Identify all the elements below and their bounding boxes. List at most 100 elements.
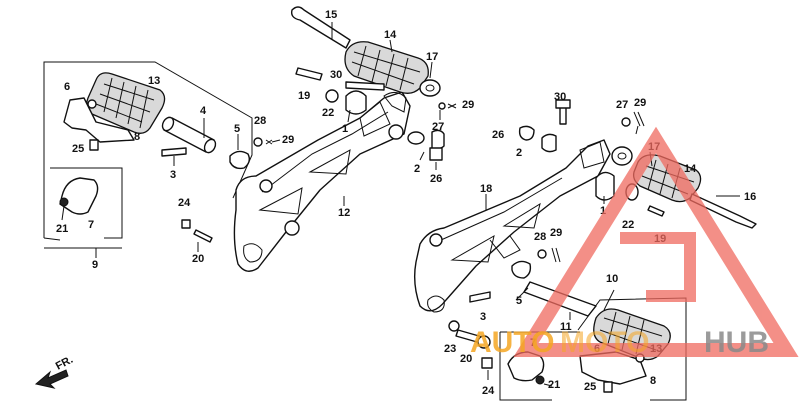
rod-icon xyxy=(290,6,351,49)
washer-icon xyxy=(253,137,263,147)
right-step-bracket xyxy=(413,139,611,313)
footpeg-bracket-icon xyxy=(63,97,135,143)
washer-icon xyxy=(407,131,425,145)
callout-2: 2 xyxy=(414,163,420,175)
nut-icon xyxy=(87,99,97,109)
callout-25b: 25 xyxy=(584,381,596,393)
callout-30b: 30 xyxy=(554,91,566,103)
callout-24: 24 xyxy=(178,197,191,209)
washer-icon xyxy=(537,249,547,259)
callout-14: 14 xyxy=(384,29,397,41)
callout-20: 20 xyxy=(192,253,204,265)
callout-28: 28 xyxy=(254,115,266,127)
collar-icon xyxy=(345,90,367,115)
callout-29d: 29 xyxy=(550,227,562,239)
callout-27b: 27 xyxy=(616,99,628,111)
left-footpeg-assembly xyxy=(43,61,281,258)
callout-7: 7 xyxy=(88,219,94,231)
washer-icon xyxy=(448,320,460,332)
callout-19: 19 xyxy=(298,90,310,102)
callout-21b: 21 xyxy=(548,379,560,391)
callout-30: 30 xyxy=(330,69,342,81)
washer-icon xyxy=(419,79,441,97)
callout-3b: 3 xyxy=(480,311,486,323)
pivot-pin-icon xyxy=(161,116,217,154)
callout-4: 4 xyxy=(200,105,207,117)
collar-icon xyxy=(431,129,445,150)
callout-14b: 14 xyxy=(684,163,697,175)
callout-22b: 22 xyxy=(622,219,634,231)
callout-6: 6 xyxy=(64,81,70,93)
footpeg-rubber-icon xyxy=(86,72,166,134)
callout-3: 3 xyxy=(170,169,176,181)
bolt-icon xyxy=(469,291,491,303)
callout-27: 27 xyxy=(432,121,444,133)
callout-10: 10 xyxy=(606,273,618,285)
callout-24b: 24 xyxy=(482,385,495,397)
collar-icon xyxy=(518,125,535,141)
watermark-text-auto: AUTO xyxy=(470,326,554,359)
collar-icon xyxy=(541,133,557,153)
washer-icon xyxy=(511,260,532,279)
bolt-icon xyxy=(89,139,99,151)
cotter-pin-icon xyxy=(551,247,561,263)
bolt-icon xyxy=(193,229,213,243)
callout-8: 8 xyxy=(134,131,140,143)
watermark-text-moto: MOTO xyxy=(560,326,649,359)
callout-1b: 1 xyxy=(600,205,606,217)
collar-icon xyxy=(595,171,615,201)
clamp-icon xyxy=(59,177,99,215)
callout-22: 22 xyxy=(322,107,334,119)
callout-2b: 2 xyxy=(516,147,522,159)
callout-25: 25 xyxy=(72,143,84,155)
left-step-bracket xyxy=(233,91,411,272)
screw-icon xyxy=(59,197,69,207)
callout-26b: 26 xyxy=(430,173,442,185)
middle-parts xyxy=(181,129,445,252)
callout-9: 9 xyxy=(92,259,98,271)
callout-16: 16 xyxy=(744,191,756,203)
callout-13: 13 xyxy=(148,75,160,87)
front-direction-label: FR. xyxy=(54,354,75,373)
washer-icon xyxy=(477,335,491,349)
front-direction-icon xyxy=(34,369,69,389)
bolt-icon xyxy=(603,381,613,393)
callout-29: 29 xyxy=(462,99,474,111)
callout-5b: 5 xyxy=(516,295,522,307)
callout-17: 17 xyxy=(426,51,438,63)
washer-icon xyxy=(325,89,339,103)
washer-icon xyxy=(621,117,631,127)
cotter-pin-icon xyxy=(633,111,645,127)
screw-icon xyxy=(535,375,545,385)
callout-29c: 29 xyxy=(634,97,646,109)
callout-29b: 29 xyxy=(282,134,294,146)
callout-20b: 20 xyxy=(460,353,472,365)
lower-middle-parts xyxy=(448,320,493,380)
callout-21: 21 xyxy=(56,223,68,235)
callout-12: 12 xyxy=(338,207,350,219)
nut-icon xyxy=(481,357,493,369)
washer-icon xyxy=(611,146,633,166)
callout-23: 23 xyxy=(444,343,456,355)
callout-8b: 8 xyxy=(650,375,656,387)
watermark-logo xyxy=(513,126,799,357)
callout-11: 11 xyxy=(560,321,572,333)
callout-28b: 28 xyxy=(534,231,546,243)
bolt-icon xyxy=(345,81,385,91)
washer-icon xyxy=(229,150,251,170)
bolt-icon xyxy=(647,205,665,217)
bolt-icon xyxy=(295,67,323,81)
upper-left-parts xyxy=(290,6,457,123)
watermark-text-hub: HUB xyxy=(704,326,769,359)
bolt-icon xyxy=(161,147,187,157)
callout-26: 26 xyxy=(492,129,504,141)
callout-18: 18 xyxy=(480,183,492,195)
callout-1: 1 xyxy=(342,123,348,135)
callout-5: 5 xyxy=(234,123,240,135)
nut-icon xyxy=(181,219,191,229)
cotter-pin-icon xyxy=(265,139,273,145)
callout-15: 15 xyxy=(325,9,337,21)
nut-icon xyxy=(429,147,443,161)
